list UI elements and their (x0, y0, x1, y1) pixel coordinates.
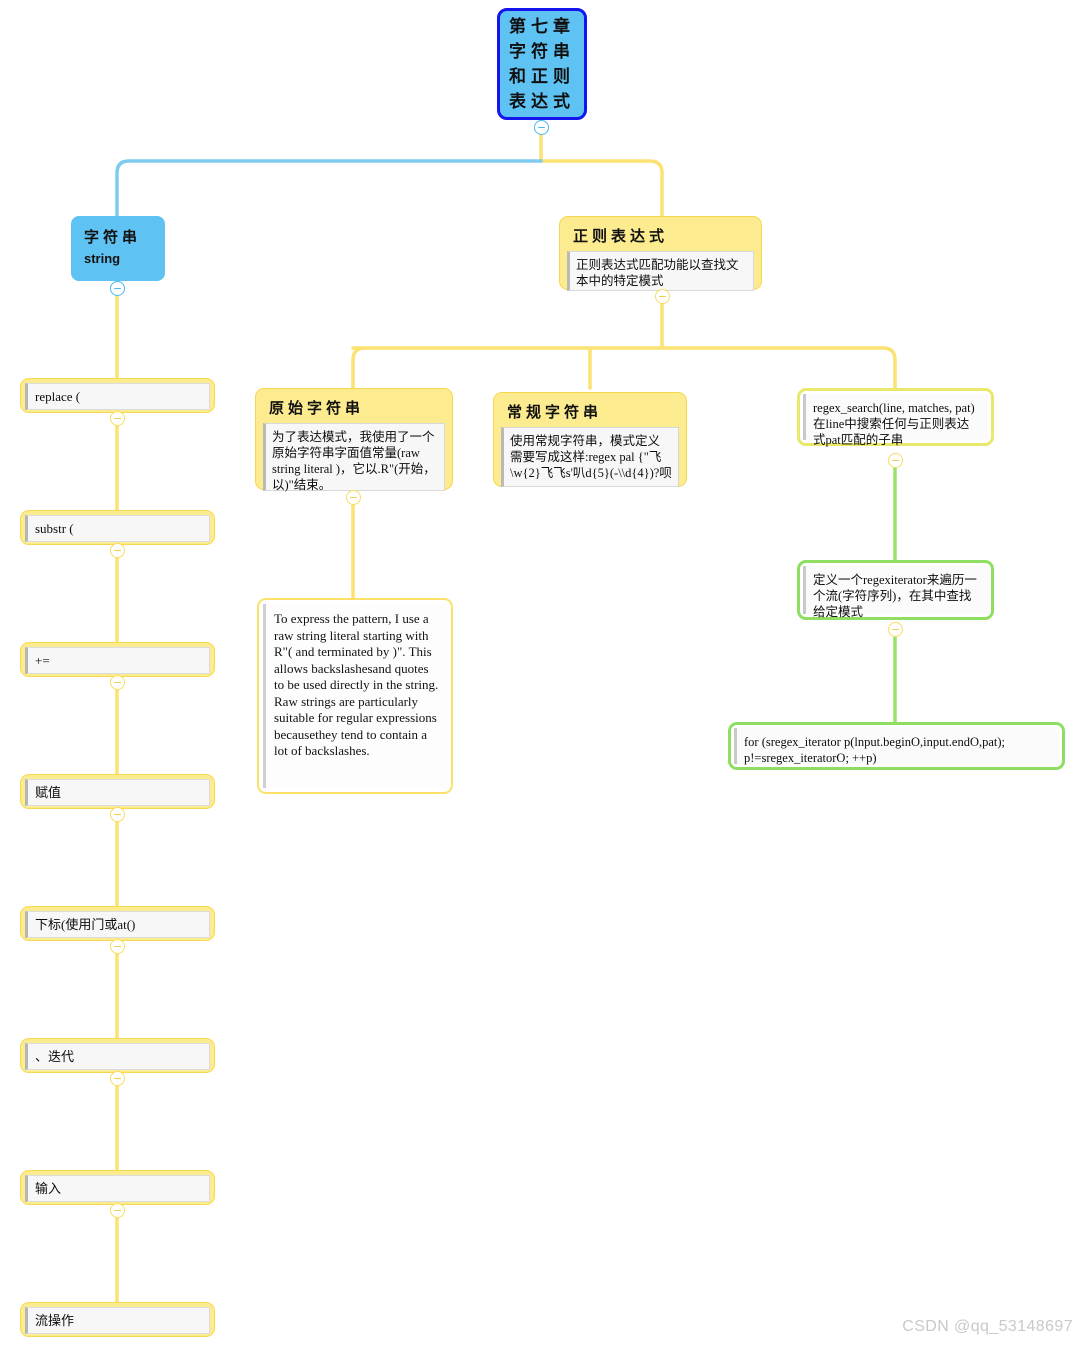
node-label: 定义一个regexiterator来遍历一个流(字符序列)，在其中查找给定模式 (803, 566, 988, 619)
topic-node-regex[interactable]: 正则表达式 正则表达式匹配功能以查找文本中的特定模式 (559, 216, 762, 291)
leaf-node-stream-ops[interactable]: 流操作 (20, 1302, 215, 1337)
topic-title-string: 字符串 (84, 230, 142, 246)
leaf-label: replace ( (25, 383, 210, 410)
node-regex-search[interactable]: regex_search(line, matches, pat)在line中搜索… (797, 388, 994, 447)
topic-title-normal-string: 常规字符串 (507, 405, 603, 421)
leaf-node-plus-equals[interactable]: += (20, 642, 215, 677)
note-text: To express the pattern, I use a raw stri… (263, 604, 447, 788)
leaf-label: 、迭代 (25, 1043, 210, 1070)
topic-body-normal-string: 使用常规字符串，模式定义需要写成这样:regex pal {"飞\w{2}飞飞s… (501, 427, 679, 487)
collapse-toggle-string[interactable] (110, 281, 125, 296)
minus-icon (114, 681, 121, 684)
leaf-node-subscript[interactable]: 下标(使用门或at() (20, 906, 215, 941)
minus-icon (892, 628, 899, 631)
collapse-toggle-regex-iterator[interactable] (888, 622, 903, 637)
leaf-node-substr[interactable]: substr ( (20, 510, 215, 545)
minus-icon (114, 813, 121, 816)
minus-icon (114, 1077, 121, 1080)
collapse-toggle-replace[interactable] (110, 411, 125, 426)
note-node-raw-string-english[interactable]: To express the pattern, I use a raw stri… (257, 598, 453, 794)
collapse-toggle-raw-string[interactable] (346, 490, 361, 505)
leaf-label: 赋值 (25, 779, 210, 806)
leaf-node-iterate[interactable]: 、迭代 (20, 1038, 215, 1073)
minus-icon (538, 126, 545, 129)
node-for-loop-code[interactable]: for (sregex_iterator p(lnput.beginO,inpu… (728, 722, 1065, 770)
collapse-toggle-subscript[interactable] (110, 939, 125, 954)
node-regex-iterator[interactable]: 定义一个regexiterator来遍历一个流(字符序列)，在其中查找给定模式 (797, 560, 994, 620)
node-label: for (sregex_iterator p(lnput.beginO,inpu… (734, 728, 1059, 765)
leaf-label: 输入 (25, 1175, 210, 1202)
minus-icon (114, 1209, 121, 1212)
root-node[interactable]: 第七章字符串和正则表达式 (497, 8, 587, 120)
collapse-toggle-regex[interactable] (655, 289, 670, 304)
minus-icon (114, 549, 121, 552)
topic-node-string[interactable]: 字符串 string (71, 216, 165, 281)
minus-icon (114, 287, 121, 290)
collapse-toggle-regex-search[interactable] (888, 453, 903, 468)
collapse-toggle-assignment[interactable] (110, 807, 125, 822)
leaf-label: += (25, 647, 210, 674)
leaf-node-assignment[interactable]: 赋值 (20, 774, 215, 809)
topic-node-normal-string[interactable]: 常规字符串 使用常规字符串，模式定义需要写成这样:regex pal {"飞\w… (493, 392, 687, 487)
leaf-label: 流操作 (25, 1307, 210, 1334)
collapse-toggle-plus-equals[interactable] (110, 675, 125, 690)
minus-icon (892, 459, 899, 462)
leaf-node-input[interactable]: 输入 (20, 1170, 215, 1205)
minus-icon (114, 417, 121, 420)
topic-body-regex: 正则表达式匹配功能以查找文本中的特定模式 (567, 251, 754, 291)
collapse-toggle-root[interactable] (534, 120, 549, 135)
leaf-node-replace[interactable]: replace ( (20, 378, 215, 413)
leaf-label: 下标(使用门或at() (25, 911, 210, 938)
collapse-toggle-input[interactable] (110, 1203, 125, 1218)
topic-node-raw-string[interactable]: 原始字符串 为了表达模式，我使用了一个原始字符串字面值常量(raw string… (255, 388, 453, 492)
node-label: regex_search(line, matches, pat)在line中搜索… (803, 394, 988, 447)
topic-title-regex: 正则表达式 (573, 229, 669, 245)
topic-subtitle-string: string (84, 251, 121, 266)
minus-icon (114, 945, 121, 948)
minus-icon (659, 295, 666, 298)
root-title: 第七章字符串和正则表达式 (509, 17, 575, 111)
collapse-toggle-iterate[interactable] (110, 1071, 125, 1086)
collapse-toggle-substr[interactable] (110, 543, 125, 558)
watermark: CSDN @qq_53148697 (902, 1318, 1073, 1335)
leaf-label: substr ( (25, 515, 210, 542)
minus-icon (350, 496, 357, 499)
topic-title-raw-string: 原始字符串 (269, 401, 365, 417)
topic-body-raw-string: 为了表达模式，我使用了一个原始字符串字面值常量(raw string liter… (263, 423, 445, 492)
